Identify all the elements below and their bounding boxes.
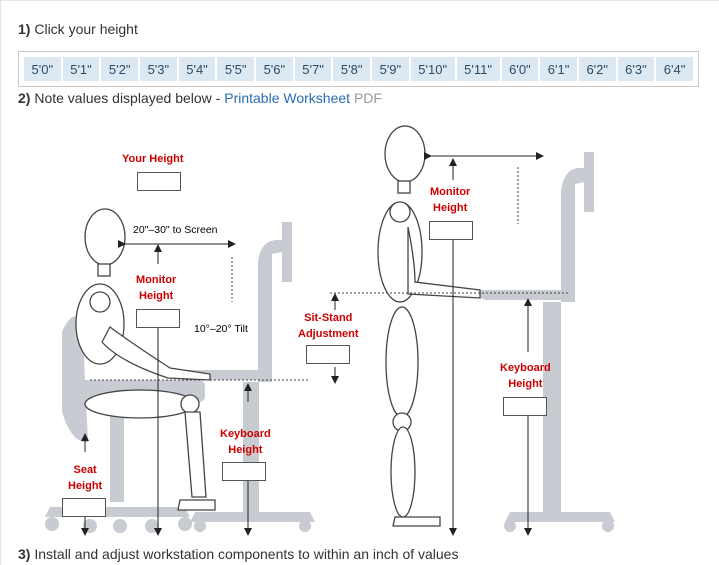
your-height-value [137,172,181,191]
height-button[interactable]: 6'3" [616,56,656,82]
standing-monitor-label-line-1: Monitor [430,186,471,198]
height-button-row: 5'0"5'1"5'2"5'3"5'4"5'5"5'6"5'7"5'8"5'9"… [23,56,694,82]
standing-keyboard-height-value [503,397,547,416]
ergonomic-illustration [45,125,615,536]
step-2-text: Note values displayed below - [34,90,225,106]
height-button[interactable]: 5'9" [371,56,410,82]
seated-keyboard-label-line-1: Keyboard [220,428,271,440]
seat-height-value [62,498,106,517]
standing-monitor-height-value [429,221,473,240]
height-button[interactable]: 5'11" [455,56,501,82]
height-button[interactable]: 5'0" [23,56,62,82]
sit-stand-adjustment-label: Sit-Stand Adjustment [298,310,359,342]
standing-mannequin [377,125,481,527]
height-button[interactable]: 5'8" [332,56,372,82]
height-button[interactable]: 5'1" [61,56,101,82]
step-3-number: 3) [18,546,31,562]
height-button[interactable]: 5'4" [177,56,217,82]
step-3-heading: 3) Install and adjust workstation compon… [18,546,458,562]
standing-desk [465,152,615,532]
step-3-text: Install and adjust workstation component… [34,546,459,562]
tilt-label: 10°–20° Tilt [194,323,248,335]
sit-stand-label-line-2: Adjustment [298,328,359,340]
standing-keyboard-label-line-2: Height [508,378,543,390]
height-selector: 5'0"5'1"5'2"5'3"5'4"5'5"5'6"5'7"5'8"5'9"… [18,51,699,87]
seat-height-label: Seat Height [68,462,102,494]
height-button[interactable]: 5'7" [293,56,333,82]
ergonomic-diagram: Your Height 20"–30" to Screen Monitor He… [10,112,715,542]
seated-monitor-height-label-line-1: Monitor [136,274,177,286]
seated-mannequin [75,208,216,511]
height-button[interactable]: 5'6" [255,56,294,82]
seated-keyboard-height-label: Keyboard Height [220,426,271,458]
standing-monitor-label-line-2: Height [433,202,468,214]
standing-keyboard-height-label: Keyboard Height [500,360,551,392]
step-2-number: 2) [18,90,31,106]
height-button[interactable]: 5'2" [100,56,140,82]
height-button[interactable]: 5'5" [216,56,256,82]
measurement-arrows [81,152,544,536]
height-button[interactable]: 6'2" [577,56,617,82]
sit-desk [165,222,315,532]
step-1-heading: 1) Click your height [18,21,138,37]
height-button[interactable]: 6'0" [500,56,540,82]
seated-keyboard-label-line-2: Height [228,444,263,456]
seated-monitor-height-label: Monitor Height [136,272,176,304]
seated-monitor-height-label-line-2: Height [139,290,174,302]
printable-worksheet-link[interactable]: Printable Worksheet [224,90,351,106]
step-1-number: 1) [18,21,31,37]
pdf-link[interactable]: PDF [353,90,382,106]
standing-keyboard-label-line-1: Keyboard [500,362,551,374]
seat-height-label-line-1: Seat [73,464,97,476]
step-2-heading: 2) Note values displayed below - Printab… [18,90,382,106]
standing-monitor-height-label: Monitor Height [430,184,470,216]
seated-monitor-height-value [136,309,180,328]
your-height-label: Your Height [122,153,184,165]
seat-height-label-line-2: Height [68,480,103,492]
reference-lines [90,167,570,381]
step-1-text: Click your height [34,21,138,37]
height-button[interactable]: 5'3" [139,56,178,82]
screen-distance-label: 20"–30" to Screen [133,224,218,236]
seated-keyboard-height-value [222,462,266,481]
height-button[interactable]: 6'1" [539,56,578,82]
sit-stand-adjustment-value [306,345,350,364]
sit-stand-label-line-1: Sit-Stand [304,312,353,324]
height-button[interactable]: 6'4" [655,56,694,82]
height-button[interactable]: 5'10" [409,56,456,82]
